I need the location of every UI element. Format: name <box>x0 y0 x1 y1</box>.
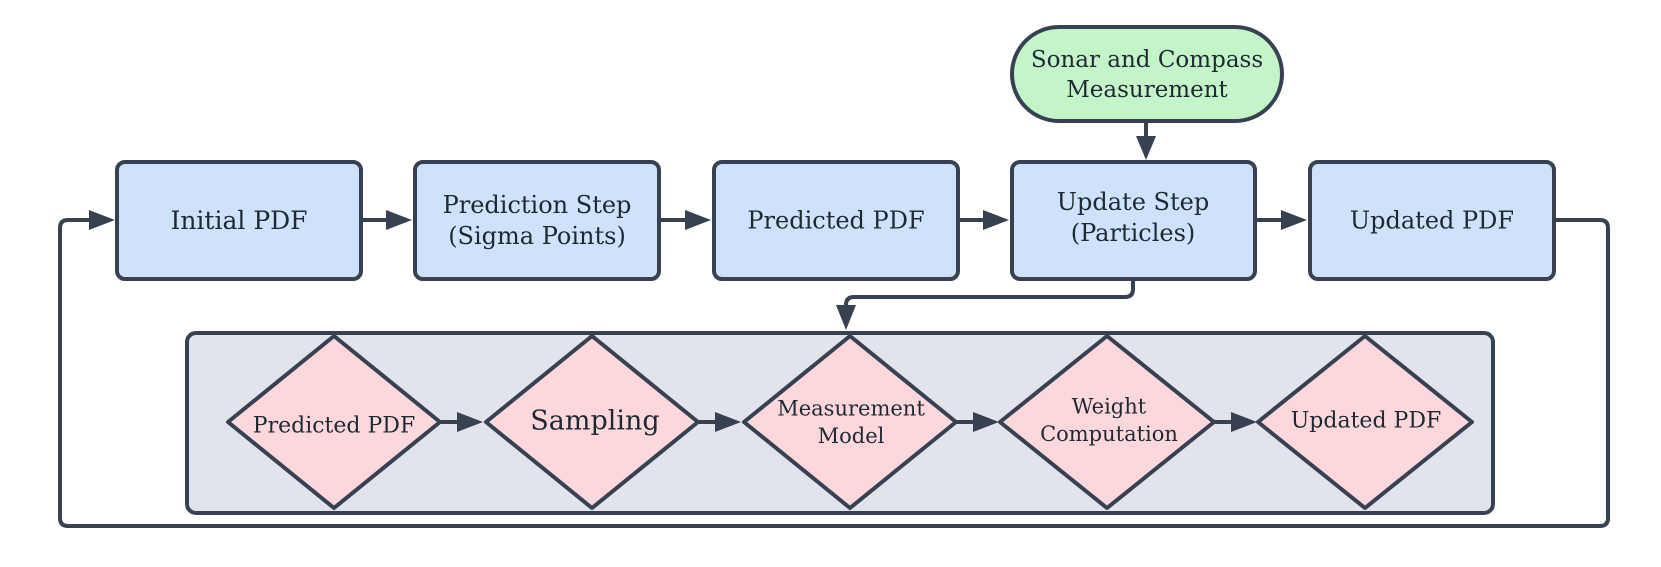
arrowhead <box>983 210 1009 230</box>
node-label-line: Prediction Step <box>443 191 632 219</box>
node-prediction-step: Prediction Step (Sigma Points) <box>413 160 661 281</box>
node-label-line: Update Step <box>1057 188 1209 216</box>
node-label-line: Predicted PDF <box>253 414 415 439</box>
node-label-line: Measurement <box>1066 77 1228 103</box>
node-label-line: Model <box>818 424 885 448</box>
node-label-line: (Particles) <box>1071 219 1196 247</box>
node-sub-predicted-pdf: Predicted PDF <box>226 334 442 510</box>
node-label-line: Initial PDF <box>170 206 307 235</box>
arrowhead <box>973 412 999 432</box>
node-label-line: (Sigma Points) <box>448 222 626 250</box>
arrowhead <box>89 210 115 230</box>
node-label: Predicted PDF <box>747 206 924 234</box>
node-label: Update Step (Particles) <box>1057 188 1209 247</box>
node-sub-updated-pdf: Updated PDF <box>1256 334 1474 510</box>
arrowhead <box>457 412 483 432</box>
arrowhead <box>1231 412 1257 432</box>
node-predicted-pdf: Predicted PDF <box>712 160 960 281</box>
node-label-line: Predicted PDF <box>747 206 924 234</box>
arrowhead <box>836 305 856 330</box>
arrowhead <box>1281 210 1307 230</box>
node-label-line: Measurement <box>777 397 925 421</box>
node-label: Prediction Step (Sigma Points) <box>443 191 632 250</box>
node-label-line: Updated PDF <box>1350 206 1514 234</box>
node-label: Updated PDF <box>1291 409 1441 434</box>
arrowhead <box>386 210 412 230</box>
node-label: Updated PDF <box>1350 206 1514 234</box>
node-initial-pdf: Initial PDF <box>115 160 363 281</box>
node-label: Predicted PDF <box>253 414 415 439</box>
node-label-line: Updated PDF <box>1291 409 1441 434</box>
edges <box>58 120 1610 528</box>
node-label: Initial PDF <box>170 206 307 235</box>
node-update-step: Update Step (Particles) <box>1010 160 1257 281</box>
arrowhead <box>1136 136 1156 160</box>
node-label-line: Sonar and Compass <box>1031 47 1263 73</box>
node-label-line: Computation <box>1040 422 1178 446</box>
edge-updated-to-initial-loop <box>58 218 1610 528</box>
node-sub-sampling: Sampling <box>484 334 700 510</box>
arrowhead <box>685 210 711 230</box>
node-label-line: Sampling <box>530 405 659 436</box>
edge-update-to-subprocess <box>844 281 1135 314</box>
arrowhead <box>715 412 741 432</box>
node-updated-pdf: Updated PDF <box>1308 160 1556 281</box>
node-label: Sampling <box>530 405 659 436</box>
node-label-line: Weight <box>1072 395 1147 419</box>
